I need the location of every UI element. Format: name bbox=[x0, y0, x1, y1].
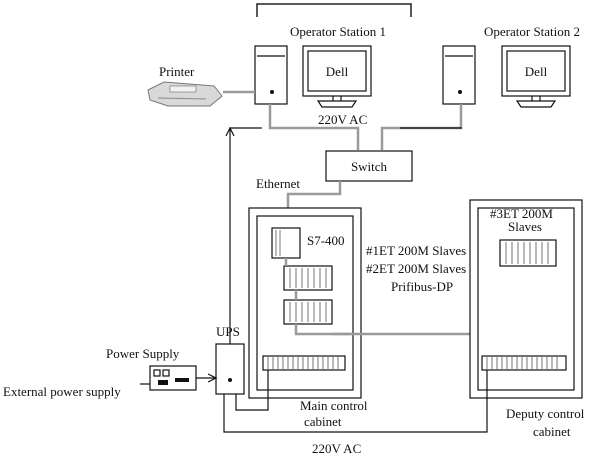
pc-tower-2 bbox=[442, 45, 476, 105]
main-terminal-block bbox=[262, 355, 346, 371]
ac-top-label: 220V AC bbox=[318, 112, 367, 127]
monitor-2-brand: Dell bbox=[525, 64, 548, 79]
ethernet-switch bbox=[325, 150, 413, 182]
operator-station-2-label: Operator Station 2 bbox=[484, 24, 580, 39]
power-supply-unit bbox=[149, 365, 197, 391]
ups-unit bbox=[215, 343, 245, 395]
monitor-1-brand: Dell bbox=[326, 64, 349, 79]
station-2-cable bbox=[380, 104, 463, 150]
ups-power-arrow bbox=[225, 126, 235, 137]
monitor-2 bbox=[501, 45, 571, 108]
deputy-cabinet-label-line1: Deputy control bbox=[506, 406, 585, 421]
deputy-cabinet-label-line2: cabinet bbox=[533, 424, 571, 439]
power-supply-label: Power Supply bbox=[106, 346, 180, 361]
main-cabinet-label-line1: Main control bbox=[300, 398, 368, 413]
station-1-cable bbox=[268, 104, 360, 150]
s7-400-module bbox=[271, 227, 301, 259]
printer-label: Printer bbox=[159, 64, 195, 79]
et200m-slave-2-rack bbox=[283, 299, 333, 325]
psu-to-ups-arrow bbox=[207, 373, 218, 383]
ethernet-label: Ethernet bbox=[256, 176, 300, 191]
ups-to-deputy-cabinet-line bbox=[223, 384, 488, 433]
station-group-bracket bbox=[256, 3, 412, 17]
switch-label: Switch bbox=[351, 159, 388, 174]
deputy-terminal-block bbox=[481, 355, 567, 371]
monitor-1 bbox=[302, 45, 372, 108]
s7-400-label: S7-400 bbox=[307, 233, 345, 248]
slaves-3-label-line1: #3ET 200M bbox=[490, 206, 553, 221]
slaves-1-label: #1ET 200M Slaves bbox=[366, 243, 466, 258]
main-cabinet-label-line2: cabinet bbox=[304, 414, 342, 429]
operator-station-1-label: Operator Station 1 bbox=[290, 24, 386, 39]
et200m-slave-1-rack bbox=[283, 265, 333, 291]
slaves-2-label: #2ET 200M Slaves bbox=[366, 261, 466, 276]
ups-label: UPS bbox=[216, 324, 240, 339]
external-power-label: External power supply bbox=[3, 384, 121, 399]
profibus-label: Prifibus-DP bbox=[391, 279, 453, 294]
slaves-3-label-line2: Slaves bbox=[508, 219, 542, 234]
printer-icon bbox=[147, 81, 223, 107]
pc-tower-1 bbox=[254, 45, 288, 105]
ups-to-main-cabinet-line bbox=[235, 384, 269, 411]
et200m-slave-3-rack bbox=[499, 239, 557, 267]
ac-bottom-label: 220V AC bbox=[312, 441, 361, 456]
